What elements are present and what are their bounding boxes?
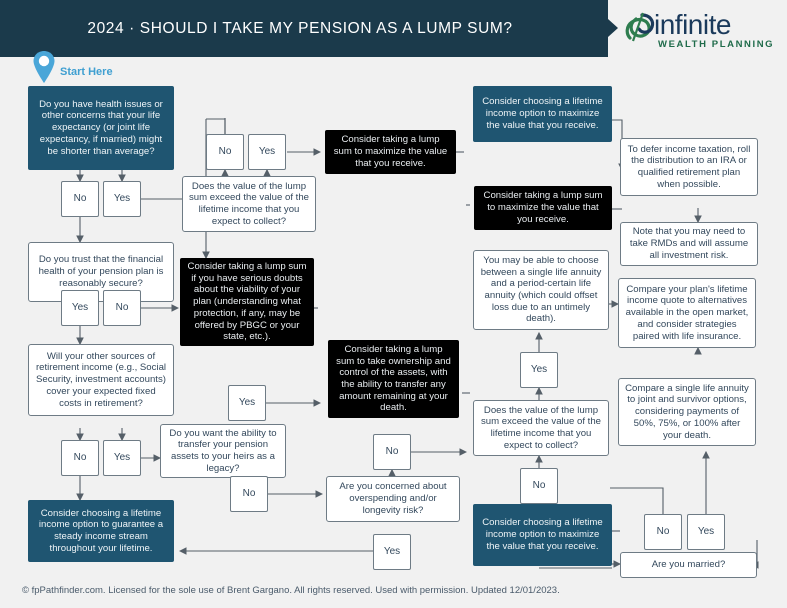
question-pension-plan-health[interactable]: Do you trust that the financial health o… [28, 242, 174, 302]
answer-exceed1-no[interactable]: No [206, 134, 244, 170]
location-pin-icon [33, 51, 55, 83]
question-health-expectancy[interactable]: Do you have health issues or other conce… [28, 86, 174, 170]
answer-period-yes[interactable]: Yes [520, 352, 558, 388]
start-here-label: Start Here [60, 66, 113, 78]
answer-health-no[interactable]: No [61, 181, 99, 217]
outcome-period-certain-annuity[interactable]: You may be able to choose between a sing… [473, 250, 609, 330]
outcome-lifetime-income-maximize-top[interactable]: Consider choosing a lifetime income opti… [473, 86, 612, 142]
footer-bar [0, 584, 787, 608]
page-title: 2024 · SHOULD I TAKE MY PENSION AS A LUM… [87, 19, 513, 37]
question-are-you-married[interactable]: Are you married? [620, 552, 757, 578]
header-arrow-icon [608, 19, 618, 37]
footer-attribution: © fpPathfinder.com. Licensed for the sol… [22, 585, 560, 596]
question-lump-exceeds-lifetime-2[interactable]: Does the value of the lump sum exceed th… [473, 400, 609, 456]
outcome-compare-lifetime-quote[interactable]: Compare your plan's lifetime income quot… [618, 278, 756, 348]
outcome-lump-sum-maximize-mid[interactable]: Consider taking a lump sum to maximize t… [474, 186, 612, 230]
logo-tagline: WEALTH PLANNING [658, 39, 775, 50]
answer-overspend-yes[interactable]: Yes [373, 534, 411, 570]
answer-heirs-no[interactable]: No [230, 476, 268, 512]
brand-logo: infinite WEALTH PLANNING [620, 8, 780, 54]
answer-overspend-no[interactable]: No [373, 434, 411, 470]
outcome-lifetime-income-maximize-bottom[interactable]: Consider choosing a lifetime income opti… [473, 504, 612, 566]
outcome-lifetime-income-guarantee[interactable]: Consider choosing a lifetime income opti… [28, 500, 174, 562]
answer-exceed2-no[interactable]: No [520, 468, 558, 504]
answer-trust-yes[interactable]: Yes [61, 290, 99, 326]
answer-exceed1-yes[interactable]: Yes [248, 134, 286, 170]
answer-health-yes[interactable]: Yes [103, 181, 141, 217]
question-transfer-to-heirs[interactable]: Do you want the ability to transfer your… [160, 424, 286, 478]
answer-married-yes[interactable]: Yes [687, 514, 725, 550]
question-other-income-sources[interactable]: Will your other sources of retirement in… [28, 344, 174, 416]
infinity-logo-icon [625, 12, 655, 42]
answer-income-no[interactable]: No [61, 440, 99, 476]
outcome-lump-sum-ownership[interactable]: Consider taking a lump sum to take owner… [328, 340, 459, 418]
answer-income-yes[interactable]: Yes [103, 440, 141, 476]
outcome-defer-income-taxation[interactable]: To defer income taxation, roll the distr… [620, 138, 758, 196]
answer-trust-no[interactable]: No [103, 290, 141, 326]
outcome-rmd-investment-risk[interactable]: Note that you may need to take RMDs and … [620, 222, 758, 266]
logo-wordmark: infinite [654, 9, 731, 40]
question-overspending-longevity[interactable]: Are you concerned about overspending and… [326, 476, 460, 522]
answer-married-no[interactable]: No [644, 514, 682, 550]
outcome-compare-single-life-annuity[interactable]: Compare a single life annuity to joint a… [618, 378, 756, 446]
outcome-lump-sum-plan-doubts[interactable]: Consider taking a lump sum if you have s… [180, 258, 314, 346]
header-bar [0, 0, 608, 57]
outcome-lump-sum-maximize-left[interactable]: Consider taking a lump sum to maximize t… [325, 130, 456, 174]
question-lump-exceeds-lifetime-1[interactable]: Does the value of the lump sum exceed th… [182, 176, 316, 232]
answer-heirs-yes[interactable]: Yes [228, 385, 266, 421]
